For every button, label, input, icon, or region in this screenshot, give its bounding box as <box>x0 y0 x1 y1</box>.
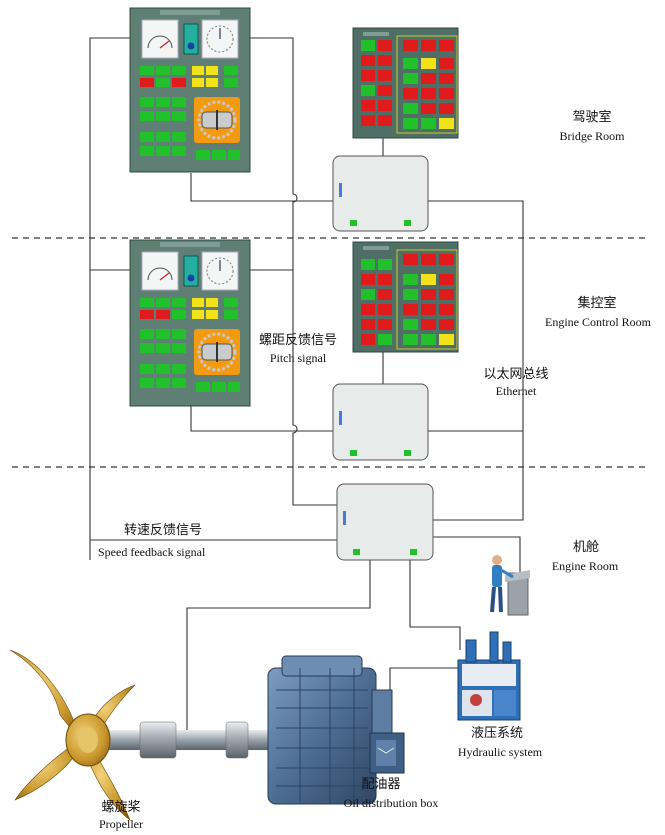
panel-leds-c <box>140 97 186 156</box>
ethernet-label-zh: 以太网总线 <box>483 367 549 382</box>
propeller-label-en: Propeller <box>99 817 143 831</box>
controller-bridge <box>332 155 429 232</box>
oil-box-label-en: Oil distribution box <box>343 796 439 810</box>
controller-engine-room <box>336 483 434 561</box>
rpm-gauge <box>141 19 179 59</box>
hydraulic-label-en: Hydraulic system <box>457 745 543 759</box>
propeller-label-zh: 螺旋桨 <box>101 800 141 815</box>
speed-signal-label-en: Speed feedback signal <box>98 545 206 559</box>
zone-label-bridge-zh: 驾驶室 <box>572 110 612 125</box>
hydraulic-system-image <box>457 631 521 721</box>
controller-ecr <box>332 383 429 461</box>
propeller-shaft <box>108 721 280 759</box>
operator-at-console <box>490 555 530 616</box>
zone-label-ecr-zh: 集控室 <box>577 296 617 311</box>
oil-box-label-zh: 配油器 <box>361 777 401 792</box>
selector-switch <box>183 23 199 55</box>
zone-label-engine-en: Engine Room <box>551 559 619 573</box>
control-panel-bridge <box>129 7 251 173</box>
alarm-panel-bridge <box>352 27 459 139</box>
zone-label-engine-zh: 机舱 <box>572 540 599 555</box>
selector-switch <box>183 255 199 287</box>
zone-label-ecr-en: Engine Control Room <box>545 315 651 329</box>
panel-leds-b <box>192 66 238 87</box>
rpm-gauge <box>141 251 179 291</box>
alarm-panel-ecr <box>352 241 459 353</box>
oil-distribution-box-image <box>369 732 405 774</box>
pitch-signal-label-en: Pitch signal <box>269 351 327 365</box>
hydraulic-label-zh: 液压系统 <box>470 726 523 741</box>
zone-label-bridge-en: Bridge Room <box>559 129 625 143</box>
wiring <box>89 37 524 740</box>
control-panel-ecr <box>129 239 251 407</box>
pitch-signal-label-zh: 螺距反馈信号 <box>258 333 337 348</box>
propeller-image <box>9 649 136 821</box>
ethernet-label-en: Ethernet <box>495 384 537 398</box>
panel-leds-a <box>140 66 186 87</box>
speed-signal-label-zh: 转速反馈信号 <box>124 523 203 538</box>
